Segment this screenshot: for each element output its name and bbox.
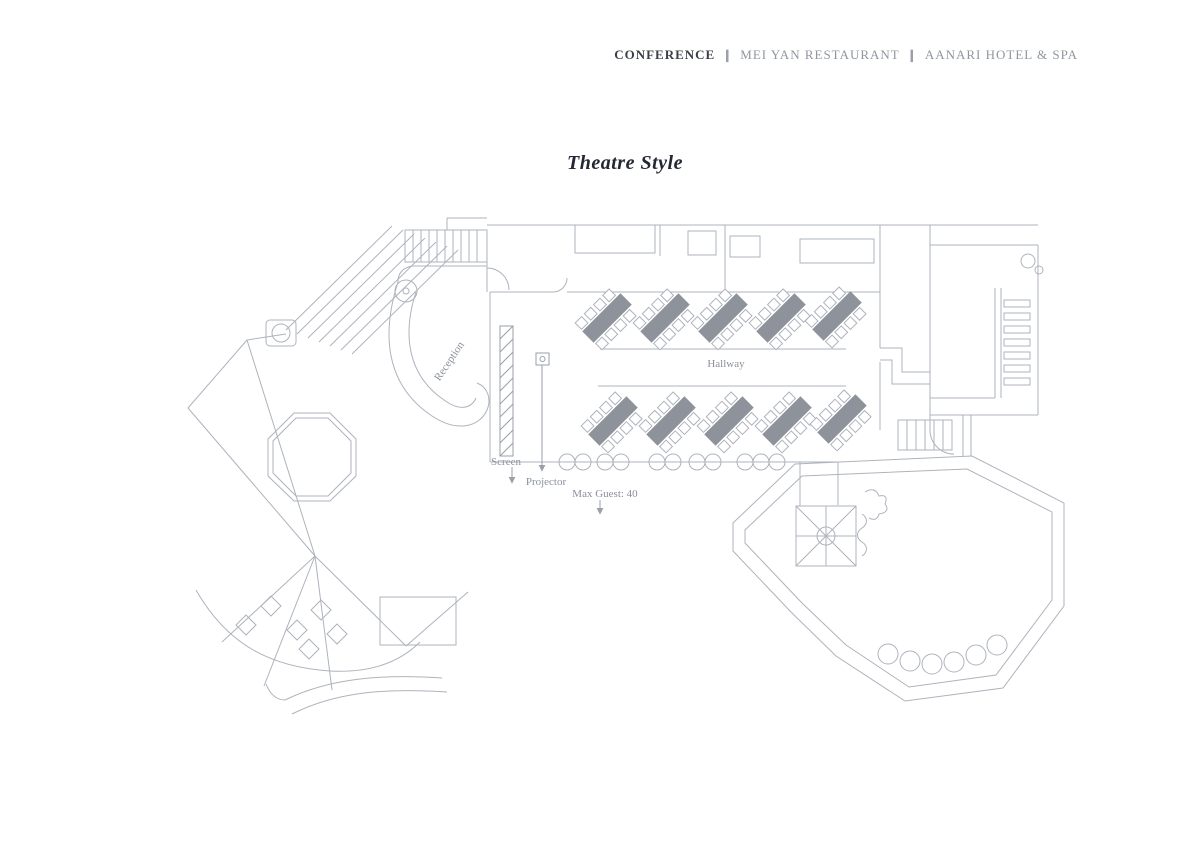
top-structure [404,217,1038,293]
reception-desk [388,265,490,427]
pavilion-scallops [877,634,1008,675]
corridor-zigzag [880,347,930,385]
brand-conference: CONFERENCE [614,47,716,62]
left-garden [187,225,469,715]
theatre-tables-bottom-row [579,385,876,455]
closet-room [574,224,656,254]
theatre-table [637,387,705,455]
page-title: Theatre Style [567,152,683,174]
theatre-table [808,385,876,453]
stair-squiggle [857,513,867,557]
theatre-table [695,387,763,455]
conference-room-walls [486,262,930,505]
door-arc [486,267,510,291]
garden-tables [235,595,348,660]
pointer-arrows [508,365,604,515]
door-arc [929,429,955,455]
brand-header: CONFERENCE ❙ MEI YAN RESTAURANT ❙ AANARI HOT… [614,47,1078,63]
plant-squiggle [864,489,888,520]
hallway-label: Hallway [707,358,745,370]
theatre-table [753,387,821,455]
garden-bench [265,319,297,347]
spiral-staircase [795,505,867,567]
bottom-wall-columns [558,453,786,471]
pond-and-paths [195,589,448,715]
pavilion [732,455,1065,702]
theatre-table [631,284,699,352]
projection-screen [499,325,514,457]
theatre-table [573,284,641,352]
projector-label: Projector [526,476,567,488]
hallway-lines [598,348,846,387]
storage-rect [379,596,457,646]
octagon-gazebo [267,412,357,502]
tent-canopy [187,333,469,691]
max-guest-label: Max Guest: 40 [572,488,638,500]
brand-separator-icon: ❙ [906,48,918,62]
projector-device [535,352,550,366]
screen-label: Screen [491,456,521,468]
right-wing [897,244,1044,456]
theatre-table [747,284,815,352]
theatre-table [579,387,647,455]
theatre-table [803,282,871,350]
theatre-tables-top-row [573,282,871,352]
brand-restaurant: MEI YAN RESTAURANT [740,47,900,62]
reception-label: Reception [432,339,467,383]
deck-hatch [285,225,459,355]
brand-separator-icon: ❙ [722,48,734,62]
theatre-table [689,284,757,352]
brand-hotel: AANARI HOTEL & SPA [924,47,1078,62]
service-block [729,235,761,258]
